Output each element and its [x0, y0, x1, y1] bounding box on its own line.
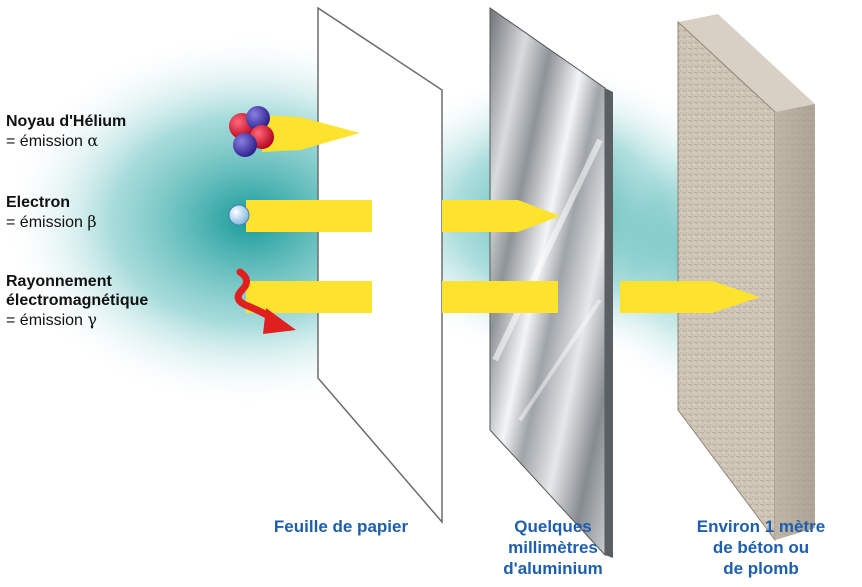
- caption-paper: Feuille de papier: [236, 516, 446, 537]
- label-gamma-sub: = émission γ: [6, 310, 148, 330]
- label-gamma-prefix: = émission: [6, 312, 88, 329]
- label-alpha-title: Noyau d'Hélium: [6, 113, 127, 130]
- caption-aluminium-line-3: d'aluminium: [503, 559, 603, 578]
- label-beta: Electron = émission β: [6, 193, 97, 232]
- caption-concrete-line-3: de plomb: [723, 559, 799, 578]
- caption-aluminium: Quelques millimètres d'aluminium: [478, 516, 628, 579]
- wave-arrow-icon: [234, 268, 296, 334]
- label-beta-prefix: = émission: [6, 214, 88, 231]
- electron-icon: [228, 204, 250, 226]
- gamma-beam: [246, 281, 760, 313]
- caption-paper-line-1: Feuille de papier: [273, 517, 409, 536]
- caption-concrete-line-1: Environ 1 mètre: [696, 517, 826, 536]
- symbol-alpha: α: [87, 131, 99, 150]
- label-alpha-prefix: = émission: [6, 133, 88, 150]
- label-gamma-title-1: Rayonnement: [6, 273, 112, 290]
- concrete-block: [677, 14, 815, 542]
- label-beta-sub: = émission β: [6, 212, 97, 232]
- beta-beam: [246, 200, 560, 232]
- symbol-gamma: γ: [87, 310, 97, 329]
- symbol-beta: β: [87, 212, 97, 231]
- paper-sheet: [317, 6, 443, 525]
- caption-concrete: Environ 1 mètre de béton ou de plomb: [662, 516, 860, 579]
- caption-concrete-line-2: de béton ou: [712, 538, 810, 557]
- alpha-beam: [262, 115, 360, 152]
- label-alpha: Noyau d'Hélium = émission α: [6, 112, 126, 151]
- label-gamma: Rayonnement électromagnétique = émission…: [6, 272, 148, 330]
- caption-aluminium-line-1: Quelques: [514, 517, 592, 536]
- label-beta-title: Electron: [6, 194, 71, 211]
- caption-aluminium-line-2: millimètres: [508, 538, 598, 557]
- helium-nucleus-icon: [229, 106, 274, 157]
- label-gamma-title-2: électromagnétique: [6, 292, 149, 309]
- label-alpha-sub: = émission α: [6, 131, 126, 151]
